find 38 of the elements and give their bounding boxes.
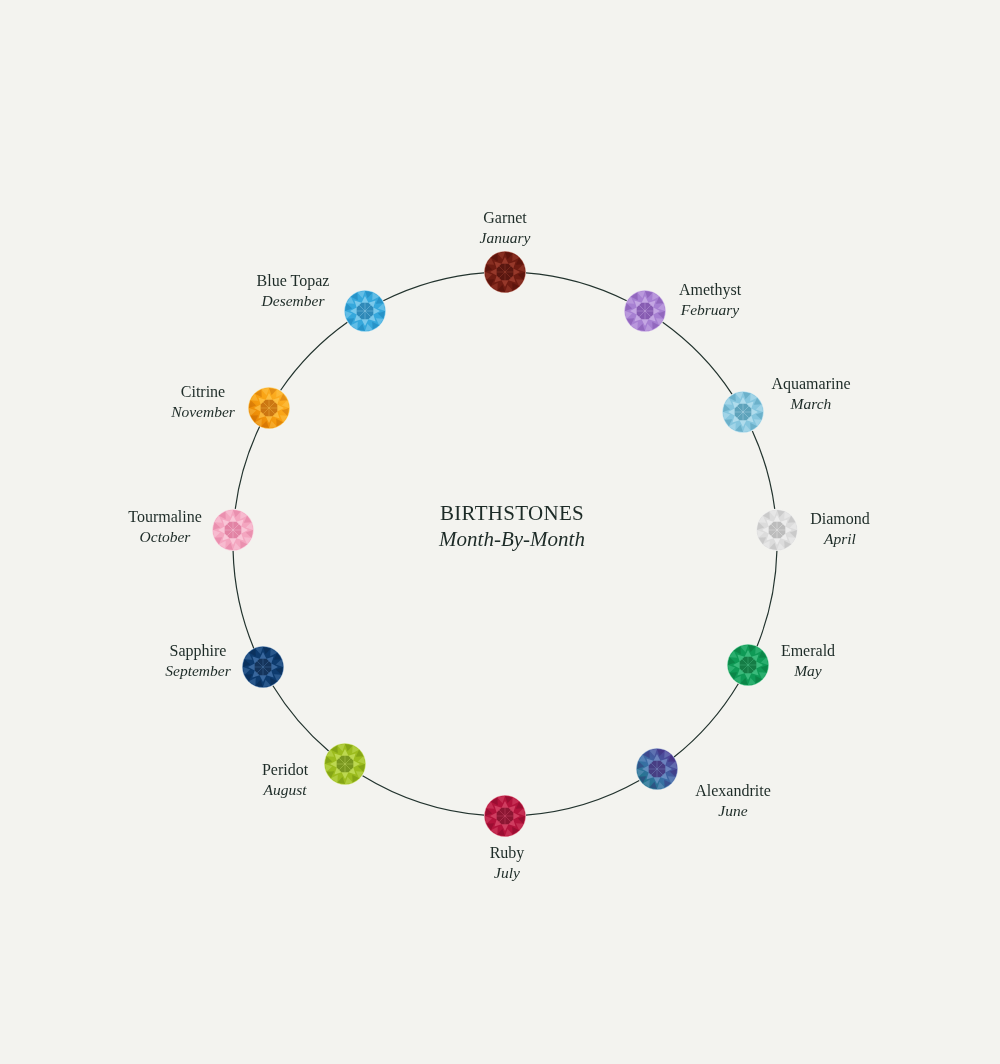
month-name: April <box>822 529 857 549</box>
month-name: May <box>793 661 823 681</box>
month-name: June <box>717 801 749 821</box>
month-name: July <box>493 863 521 883</box>
subtitle: Month-By-Month <box>439 526 585 552</box>
month-name: March <box>789 394 833 414</box>
month-name: January <box>479 228 531 248</box>
month-name: September <box>165 661 231 681</box>
stone-name: Emerald <box>780 641 836 661</box>
month-name: Desember <box>260 291 326 311</box>
ring-arc <box>272 685 330 752</box>
month-name: February <box>679 300 741 320</box>
stone-name: Diamond <box>810 509 870 529</box>
stone-name: Ruby <box>489 843 525 863</box>
stone-name: Amethyst <box>678 280 742 300</box>
ring-arc <box>673 683 739 758</box>
stone-name: Blue Topaz <box>256 271 330 291</box>
ring-arc <box>382 272 485 302</box>
month-name: August <box>262 780 308 800</box>
ring-arc <box>751 430 776 510</box>
stone-name: Aquamarine <box>771 374 851 394</box>
stone-name: Citrine <box>179 382 227 402</box>
ring-arc <box>280 321 348 391</box>
stone-name: Peridot <box>261 760 309 780</box>
stone-name: Sapphire <box>168 641 228 661</box>
ring-arc <box>234 425 261 510</box>
stone-name: Alexandrite <box>695 781 771 801</box>
ring-arc <box>662 321 733 395</box>
ring-arc <box>525 272 628 302</box>
title: BIRTHSTONES <box>439 500 585 526</box>
stone-name: Tourmaline <box>128 507 202 527</box>
month-name: October <box>138 527 192 547</box>
ring-arc <box>361 775 485 816</box>
ring-arc <box>232 550 255 649</box>
stone-name: Garnet <box>482 208 528 228</box>
month-name: November <box>171 402 235 422</box>
ring-arc <box>756 550 778 647</box>
ring-arc <box>525 779 640 816</box>
